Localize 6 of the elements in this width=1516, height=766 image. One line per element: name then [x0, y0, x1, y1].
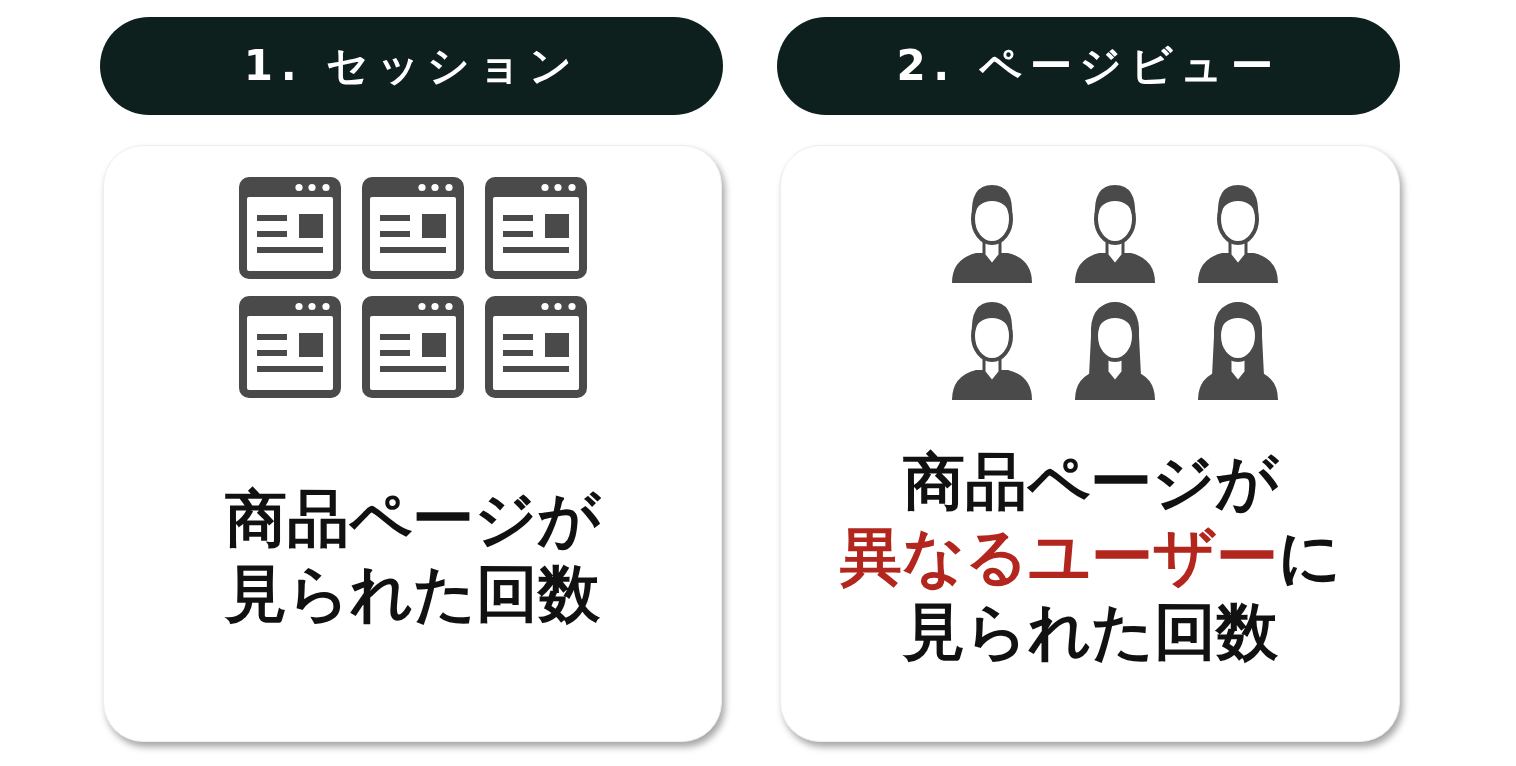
card-panel	[103, 145, 722, 742]
description-text: 商品ページが見られた回数	[225, 481, 600, 631]
section-header: 2. ページビュー	[777, 17, 1400, 115]
description-text: 商品ページが異なるユーザーに見られた回数	[839, 443, 1341, 669]
card-panel	[780, 145, 1400, 742]
section-header: 1. セッション	[100, 17, 723, 115]
